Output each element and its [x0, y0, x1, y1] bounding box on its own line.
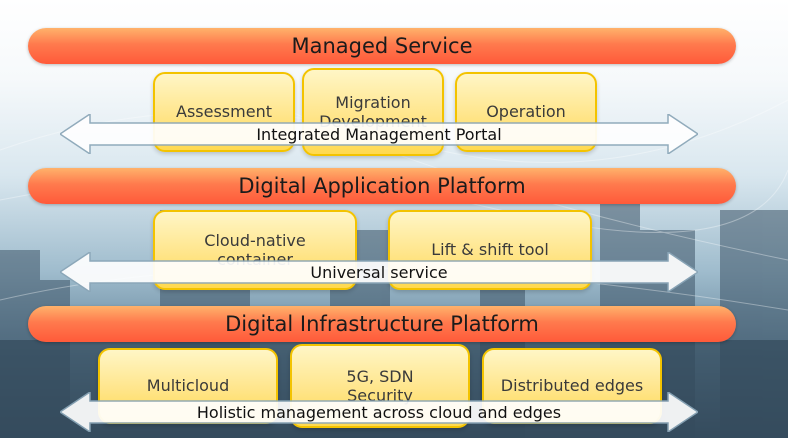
arrow-label: Universal service	[310, 262, 448, 282]
arrow-label: Holistic management across cloud and edg…	[196, 402, 562, 422]
layer-band-digital-infrastructure-platform: Digital Infrastructure Platform	[28, 306, 736, 342]
layer-band-digital-application-platform: Digital Application Platform	[28, 168, 736, 204]
layer-band-managed-service: Managed Service	[28, 28, 736, 64]
layer-title: Digital Infrastructure Platform	[225, 312, 539, 336]
layer-title: Digital Application Platform	[238, 174, 526, 198]
double-arrow-universal-service: Universal service	[58, 250, 700, 294]
double-arrow-integrated-management-portal: Integrated Management Portal	[58, 112, 700, 156]
double-arrow-holistic-management: Holistic management across cloud and edg…	[58, 390, 700, 434]
layer-title: Managed Service	[291, 34, 473, 58]
arrow-label: Integrated Management Portal	[256, 124, 502, 144]
